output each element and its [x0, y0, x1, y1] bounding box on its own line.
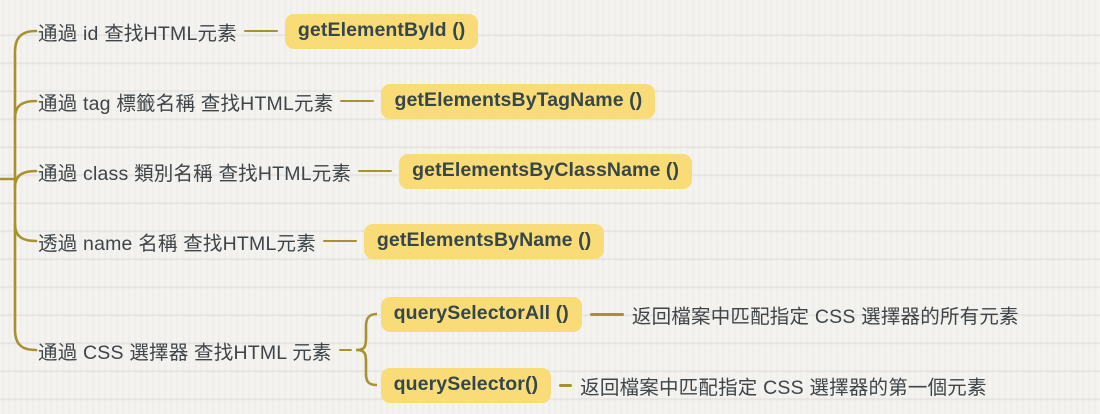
- connector-line: [338, 348, 352, 352]
- method-node[interactable]: getElementsByName (): [363, 223, 605, 259]
- child-branches: querySelectorAll () 返回檔案中匹配指定 CSS 選擇器的所有…: [380, 296, 1019, 405]
- branch-row-class: 通過 class 類別名稱 查找HTML元素 getElementsByClas…: [38, 152, 693, 190]
- branch-row-tag: 通過 tag 標籤名稱 查找HTML元素 getElementsByTagNam…: [38, 82, 656, 120]
- branch-row-css-selector: 通過 CSS 選擇器 查找HTML 元素 querySelectorAll ()…: [38, 295, 1019, 405]
- connector-line: [589, 313, 624, 316]
- branch-row-id: 通過 id 查找HTML元素 getElementById (): [38, 12, 479, 50]
- branch-label[interactable]: 通過 CSS 選擇器 查找HTML 元素: [38, 341, 332, 364]
- method-node[interactable]: getElementsByTagName (): [381, 83, 656, 119]
- branch-curve-2: [13, 99, 38, 120]
- branch-label[interactable]: 通過 tag 標籤名稱 查找HTML元素: [38, 92, 334, 115]
- branch-curve-3: [13, 169, 38, 189]
- connector-line: [243, 29, 278, 33]
- child-row-query-selector: querySelector() 返回檔案中匹配指定 CSS 選擇器的第一個元素: [380, 367, 1019, 405]
- method-description[interactable]: 返回檔案中匹配指定 CSS 選擇器的第一個元素: [580, 377, 987, 399]
- connector-line: [322, 239, 357, 243]
- branch-label[interactable]: 通過 class 類別名稱 查找HTML元素: [38, 162, 352, 185]
- connector-line: [559, 384, 573, 387]
- method-node[interactable]: querySelectorAll (): [380, 297, 582, 332]
- branch-row-name: 透過 name 名稱 查找HTML元素 getElementsByName (): [38, 222, 605, 260]
- connector-line: [340, 99, 375, 103]
- branch-curve-4: [13, 222, 38, 243]
- method-node[interactable]: getElementById (): [284, 13, 479, 49]
- branch-label[interactable]: 通過 id 查找HTML元素: [38, 22, 237, 45]
- branch-label[interactable]: 透過 name 名稱 查找HTML元素: [38, 232, 316, 255]
- method-node[interactable]: querySelector(): [380, 368, 552, 403]
- connector-line: [358, 169, 393, 173]
- method-node[interactable]: getElementsByClassName (): [399, 153, 693, 189]
- fork-connector: [355, 312, 377, 387]
- method-description[interactable]: 返回檔案中匹配指定 CSS 選擇器的所有元素: [631, 306, 1019, 328]
- child-row-query-selector-all: querySelectorAll () 返回檔案中匹配指定 CSS 選擇器的所有…: [380, 296, 1019, 334]
- trunk-line: [13, 29, 38, 352]
